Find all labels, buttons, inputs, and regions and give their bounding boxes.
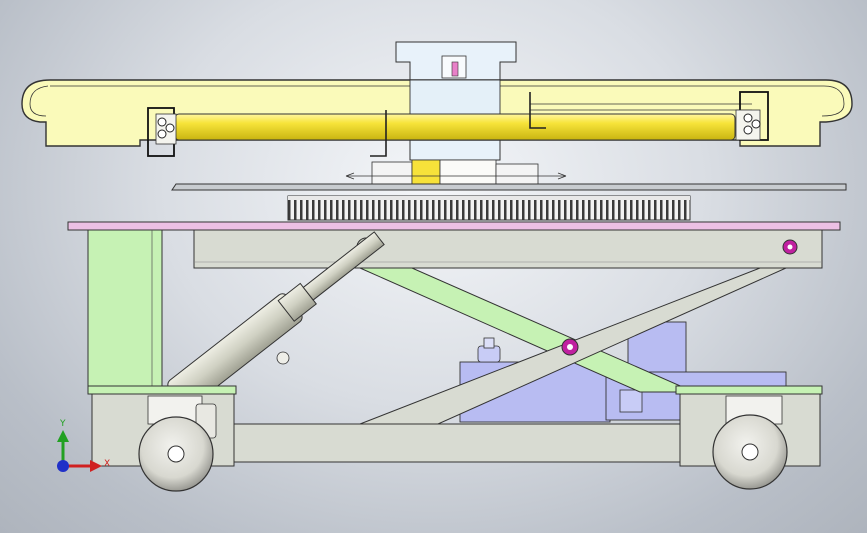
upper-beam — [193, 229, 823, 269]
rotating-plate — [171, 183, 847, 191]
hydraulic-cylinder — [167, 231, 385, 409]
y-axis-label: Y — [59, 419, 66, 429]
x-axis-label: X — [104, 459, 110, 469]
coordinate-triad: Y X — [57, 419, 110, 472]
right-sprocket — [735, 91, 769, 141]
left-sprocket — [147, 107, 177, 157]
scissor-center-bolt — [561, 338, 579, 356]
gear-ring — [287, 195, 691, 221]
right-top-bolt — [782, 239, 798, 255]
z-axis-dot — [57, 460, 69, 472]
left-leg — [87, 229, 163, 391]
left-caster-wheel — [138, 395, 217, 492]
slide-mechanism — [345, 159, 567, 187]
right-caster-wheel — [712, 395, 788, 490]
platform-top-plate — [67, 221, 841, 231]
